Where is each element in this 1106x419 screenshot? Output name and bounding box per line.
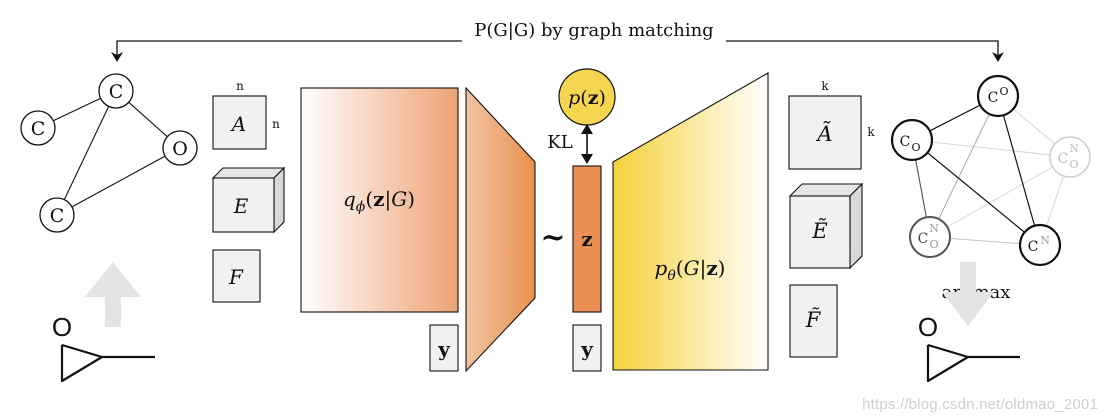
encoder: qϕ(z|G) y	[300, 86, 536, 373]
output-graph: C O C O C N O C N O C N	[890, 74, 1091, 267]
graph-node-c-bottom	[39, 197, 75, 233]
decoder-trapezoid	[612, 72, 769, 371]
encoder-box	[300, 87, 459, 313]
out-node-5	[1018, 223, 1062, 267]
sampling-tilde: ~	[540, 220, 565, 255]
latent-z-label: z	[581, 227, 592, 251]
out-node-label: F̃	[805, 308, 822, 332]
out-node-4-o: O	[929, 238, 938, 251]
matching-arrow: P(G|G) by graph matching	[111, 18, 1004, 62]
graph-node-c-left-label: C	[31, 118, 46, 140]
encoder-label: qϕ(z|G)	[343, 187, 415, 215]
kl-label: KL	[547, 132, 572, 153]
out-node-4-c: C	[918, 231, 929, 247]
encoder-trapezoid	[465, 86, 536, 373]
node-feature-box	[212, 249, 261, 303]
node-feature-label: F	[228, 265, 244, 289]
graph-node-o	[162, 130, 198, 166]
out-node-2-c: C	[900, 134, 911, 150]
prior-label: p(z)	[568, 87, 606, 109]
adjacency-dim-side: n	[272, 117, 280, 131]
out-node-2	[890, 118, 934, 162]
out-adjacency-dim-side: k	[867, 125, 875, 139]
out-adjacency-box	[788, 95, 862, 170]
out-edge-label: Ẽ	[811, 219, 827, 243]
latent-condition-box	[572, 324, 602, 372]
out-node-5-c: C	[1028, 239, 1039, 255]
out-node-3-o: O	[1069, 158, 1078, 171]
out-node-1-o: O	[999, 85, 1008, 98]
graph-node-c-top-label: C	[109, 81, 124, 103]
up-arrow-icon	[85, 262, 141, 327]
decoder: pθ(G|z)	[612, 72, 769, 371]
out-edge-box	[789, 195, 851, 269]
adjacency-matrix-box	[212, 95, 267, 150]
output-molecule: O	[916, 312, 1020, 383]
down-arrow-icon	[942, 262, 994, 326]
out-adjacency-dim-top: k	[821, 79, 829, 93]
graph-node-c-bottom-label: C	[50, 205, 65, 227]
graph-node-c-top	[98, 73, 134, 109]
edge-tensor-box	[212, 177, 275, 233]
graph-node-c-left	[20, 110, 56, 146]
encoder-condition-box	[429, 324, 459, 372]
latent-z-box	[572, 165, 602, 313]
watermark: https://blog.csdn.net/oldmao_2001	[862, 396, 1098, 413]
out-node-2-o: O	[911, 141, 920, 154]
out-adjacency-label: Ã	[815, 122, 832, 146]
matching-label: P(G|G) by graph matching	[474, 20, 713, 41]
input-matrices: n A n E F	[211, 79, 286, 303]
edge-tensor-label: E	[233, 194, 249, 218]
graph-node-o-label: O	[172, 138, 188, 160]
molecule-oxygen-label: O	[52, 312, 72, 342]
latent: p(z) KL z y	[547, 68, 616, 372]
out-node-3-c: C	[1058, 151, 1069, 167]
encoder-condition-label: y	[437, 337, 451, 361]
input-graph: C C O C	[20, 73, 198, 233]
out-node-4	[909, 216, 951, 258]
out-node-4-n: N	[929, 222, 939, 235]
out-node-3-n: N	[1069, 142, 1079, 155]
out-node-box	[789, 284, 838, 358]
adjacency-matrix-label: A	[230, 112, 246, 136]
output-matrices: k Ã k Ẽ F̃	[788, 79, 875, 358]
out-node-3	[1049, 136, 1091, 178]
adjacency-dim-top: n	[236, 79, 244, 93]
out-node-1-c: C	[988, 90, 999, 106]
decoder-label: pθ(G|z)	[655, 256, 726, 284]
out-node-1	[976, 74, 1020, 118]
input-molecule: O	[50, 312, 155, 383]
out-node-5-n: N	[1040, 234, 1050, 247]
latent-condition-label: y	[580, 337, 594, 361]
output-molecule-oxygen-label: O	[918, 312, 938, 342]
